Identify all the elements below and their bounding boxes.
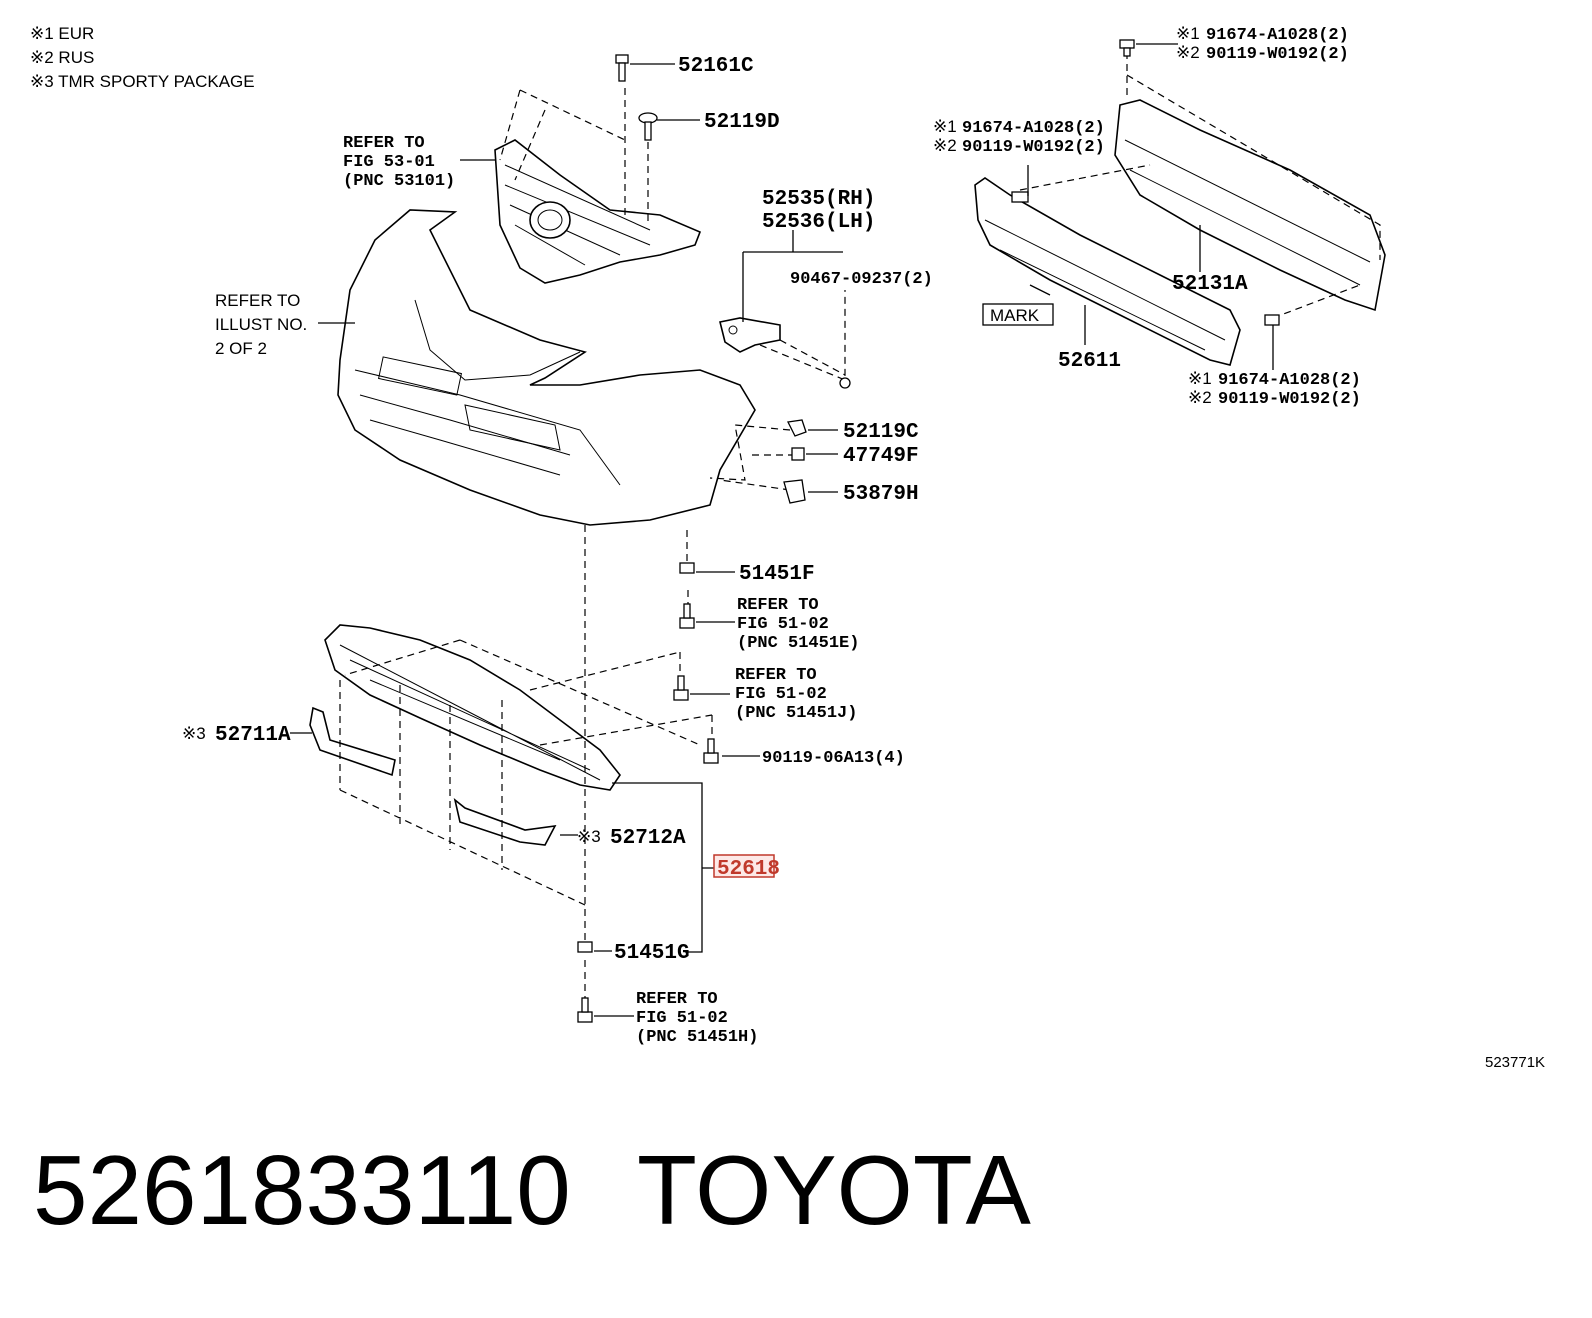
callout-labels: 52161C 52119D REFER TO FIG 53-01 (PNC 53…	[182, 24, 1361, 1047]
label-top-right-2-mark: ※2	[1176, 43, 1200, 62]
mark-box	[982, 303, 1054, 326]
label-bottom-right-1-mark: ※1	[1188, 369, 1212, 388]
notes: ※1 EUR ※2 RUS ※3 TMR SPORTY PACKAGE	[30, 24, 255, 91]
part-number: 5261833110	[33, 1135, 571, 1245]
highlight-box-52618	[713, 854, 775, 878]
bracket-part	[719, 317, 781, 353]
label-52131a: 52131A	[1172, 273, 1248, 296]
spoiler-52711a-part	[309, 706, 396, 777]
label-top-right-1-mark: ※1	[1176, 24, 1200, 43]
label-top-right-1: 91674-A1028(2)	[1206, 26, 1349, 45]
label-51451f: 51451F	[739, 563, 815, 586]
bumper-cover-part	[337, 209, 756, 526]
label-53879h: 53879H	[843, 483, 919, 506]
label-52161c: 52161C	[678, 55, 754, 78]
label-52712a-mark: ※3	[577, 827, 601, 846]
label-mark: MARK	[990, 306, 1040, 325]
bolt-52161c-icon	[615, 54, 629, 82]
label-52119c: 52119C	[843, 421, 919, 444]
label-ref-51451j-1: REFER TO	[735, 666, 817, 685]
label-top-right-2: 90119-W0192(2)	[1206, 45, 1349, 64]
bolt-mid-left-icon	[1011, 191, 1029, 203]
fasteners	[577, 39, 1280, 1023]
label-ref-51451h-1: REFER TO	[636, 990, 718, 1009]
label-ref-illust-3: 2 OF 2	[215, 339, 267, 358]
label-bottom-right-1: 91674-A1028(2)	[1218, 371, 1361, 390]
label-ref-grille-2: FIG 53-01	[343, 153, 435, 172]
label-bottom-right-2: 90119-W0192(2)	[1218, 390, 1361, 409]
label-52712a: 52712A	[610, 827, 686, 850]
illustration-number: 523771K	[1485, 1054, 1545, 1071]
nut-90467-icon	[839, 377, 851, 389]
label-52618[interactable]: 52618	[717, 858, 780, 881]
clip-53879h-icon	[783, 479, 806, 504]
clip-51451f-icon	[679, 562, 695, 574]
assembly-lines	[339, 52, 1381, 1010]
bolt-51451j-icon	[673, 675, 689, 701]
note-tmr: ※3 TMR SPORTY PACKAGE	[30, 72, 255, 91]
note-eur: ※1 EUR	[30, 24, 94, 43]
label-mid-left-2: 90119-W0192(2)	[962, 138, 1105, 157]
reinforcement-part	[1114, 99, 1386, 312]
label-90467: 90467-09237(2)	[790, 270, 933, 289]
label-47749f: 47749F	[843, 445, 919, 468]
label-ref-grille-1: REFER TO	[343, 134, 425, 153]
brand-name: TOYOTA	[637, 1135, 1032, 1245]
clip-52119c-icon	[787, 419, 807, 437]
leader-lines	[290, 43, 1274, 1017]
label-ref-51451h-3: (PNC 51451H)	[636, 1028, 758, 1047]
grille-part	[494, 139, 702, 284]
bolt-51451h-icon	[577, 997, 593, 1023]
label-ref-51451j-3: (PNC 51451J)	[735, 704, 857, 723]
note-rus: ※2 RUS	[30, 48, 94, 67]
label-ref-51451e-1: REFER TO	[737, 596, 819, 615]
clip-47749f-icon	[791, 447, 805, 461]
lower-absorber-part	[324, 624, 621, 791]
bolt-51451e-icon	[679, 603, 695, 629]
label-ref-illust-1: REFER TO	[215, 291, 300, 310]
label-ref-grille-3: (PNC 53101)	[343, 172, 455, 191]
label-51451g: 51451G	[614, 942, 690, 965]
label-52611: 52611	[1058, 350, 1121, 373]
footer: 5261833110 TOYOTA	[33, 1135, 1032, 1245]
label-ref-illust-2: ILLUST NO.	[215, 315, 307, 334]
label-bottom-right-2-mark: ※2	[1188, 388, 1212, 407]
label-ref-51451j-2: FIG 51-02	[735, 685, 827, 704]
spoiler-52712a-part	[453, 797, 557, 846]
label-mid-left-2-mark: ※2	[933, 136, 957, 155]
label-52711a: 52711A	[215, 724, 291, 747]
label-52119d: 52119D	[704, 111, 780, 134]
label-mid-left-1-mark: ※1	[933, 117, 957, 136]
label-52711a-mark: ※3	[182, 724, 206, 743]
label-52535: 52535(RH)	[762, 188, 875, 211]
label-mid-left-1: 91674-A1028(2)	[962, 119, 1105, 138]
label-52536: 52536(LH)	[762, 211, 875, 234]
clip-51451g-icon	[577, 941, 593, 953]
label-ref-51451e-3: (PNC 51451E)	[737, 634, 859, 653]
bolt-90119-icon	[703, 738, 719, 764]
screw-52119d-icon	[638, 112, 658, 141]
label-90119-06a13: 90119-06A13(4)	[762, 749, 905, 768]
bolt-top-right-icon	[1119, 39, 1135, 57]
label-ref-51451h-2: FIG 51-02	[636, 1009, 728, 1028]
label-ref-51451e-2: FIG 51-02	[737, 615, 829, 634]
bolt-bottom-right-icon	[1264, 314, 1280, 326]
